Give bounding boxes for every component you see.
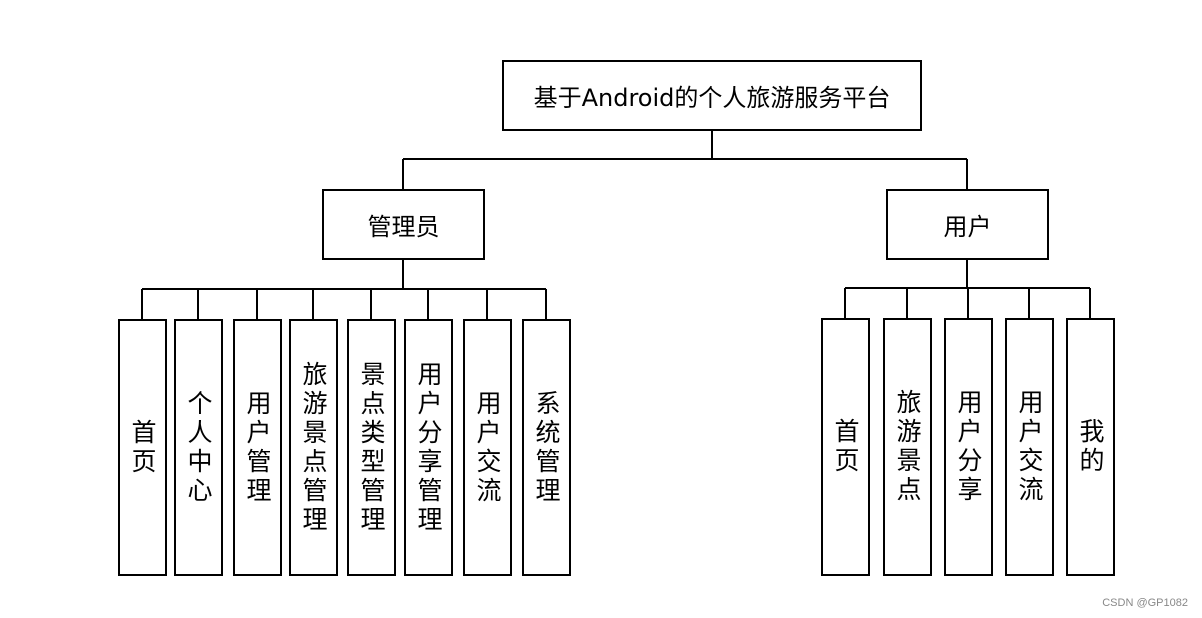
role-node-user: 用户 xyxy=(886,189,1049,260)
role-label-admin: 管理员 xyxy=(367,213,440,241)
admin-leaf-node: 个人中心 xyxy=(174,319,223,576)
user-leaf-label: 用户分享 xyxy=(954,389,983,505)
user-leaf-node: 旅游景点 xyxy=(883,318,932,576)
admin-leaf-node: 用户分享管理 xyxy=(404,319,453,576)
watermark: CSDN @GP1082 xyxy=(1102,597,1188,609)
admin-leaf-node: 旅游景点管理 xyxy=(289,319,338,576)
admin-leaf-label: 景点类型管理 xyxy=(357,360,386,535)
admin-leaf-node: 系统管理 xyxy=(522,319,571,576)
role-label-user: 用户 xyxy=(943,213,992,241)
user-leaf-node: 我的 xyxy=(1066,318,1115,576)
admin-leaf-label: 旅游景点管理 xyxy=(299,360,328,535)
admin-leaf-node: 首页 xyxy=(118,319,167,576)
admin-leaf-label: 用户交流 xyxy=(473,389,502,506)
user-leaf-label: 我的 xyxy=(1076,418,1105,476)
user-leaf-node: 首页 xyxy=(821,318,870,576)
admin-leaf-node: 景点类型管理 xyxy=(347,319,396,576)
admin-leaf-label: 用户管理 xyxy=(243,389,272,506)
admin-leaf-node: 用户交流 xyxy=(463,319,512,576)
user-leaf-label: 用户交流 xyxy=(1015,389,1044,505)
role-node-admin: 管理员 xyxy=(322,189,485,260)
root-node: 基于Android的个人旅游服务平台 xyxy=(502,60,922,131)
user-leaf-label: 旅游景点 xyxy=(893,389,922,505)
user-leaf-node: 用户交流 xyxy=(1005,318,1054,576)
user-leaf-label: 首页 xyxy=(831,418,860,476)
root-title: 基于Android的个人旅游服务平台 xyxy=(533,84,891,112)
admin-leaf-label: 用户分享管理 xyxy=(414,360,443,535)
user-leaf-node: 用户分享 xyxy=(944,318,993,576)
admin-leaf-label: 个人中心 xyxy=(184,389,213,506)
admin-leaf-label: 系统管理 xyxy=(532,389,561,506)
admin-leaf-label: 首页 xyxy=(128,418,157,477)
admin-leaf-node: 用户管理 xyxy=(233,319,282,576)
